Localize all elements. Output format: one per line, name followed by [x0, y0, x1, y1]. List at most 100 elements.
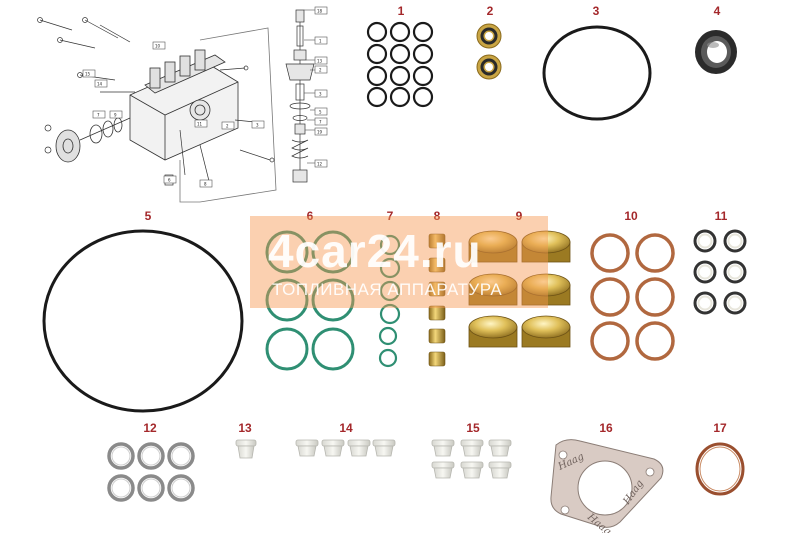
- kit-label-5: 5: [145, 209, 152, 223]
- o-ring-icon: [311, 278, 355, 322]
- diagram-callout: 2: [226, 124, 229, 129]
- o-ring-icon: [379, 234, 401, 256]
- kit-label-3: 3: [593, 4, 600, 18]
- brass-cap-icon: [468, 315, 518, 348]
- part-3-large-o-ring: [542, 25, 652, 121]
- seal-washer-icon: [476, 23, 502, 49]
- brass-plug-icon: [428, 281, 446, 297]
- o-ring-icon: [389, 86, 411, 108]
- part-13-bushing: [235, 439, 257, 459]
- part-10-copper-rings: [590, 233, 675, 361]
- kit-label-17: 17: [713, 421, 727, 435]
- o-ring-icon: [389, 43, 411, 65]
- diagram-callout: 18: [317, 9, 323, 14]
- o-ring-icon: [723, 291, 747, 315]
- part-4-oil-seal-icon: [695, 30, 737, 74]
- kit-label-8: 8: [434, 209, 441, 223]
- metal-ring-icon: [107, 474, 135, 502]
- diagram-callout: 13: [317, 59, 323, 64]
- o-ring-icon: [366, 86, 388, 108]
- brass-plug-icon: [428, 351, 446, 367]
- kit-label-11: 11: [715, 209, 728, 223]
- brass-plug-icon: [428, 233, 446, 249]
- plastic-bushing-icon: [431, 461, 455, 479]
- kit-label-13: 13: [238, 421, 252, 435]
- kit-label-9: 9: [516, 209, 523, 223]
- metal-ring-icon: [167, 442, 195, 470]
- metal-ring-icon: [137, 442, 165, 470]
- diagram-callout: 15: [85, 72, 91, 77]
- diagram-callout: 11: [197, 122, 203, 127]
- diagram-callout: 10: [155, 44, 161, 49]
- o-ring-icon: [389, 21, 411, 43]
- brass-plug-icon: [428, 257, 446, 273]
- o-ring-icon: [412, 86, 434, 108]
- kit-label-1: 1: [398, 4, 405, 18]
- metal-ring-icon: [107, 442, 135, 470]
- plastic-bushing-icon: [488, 439, 512, 457]
- part-15-bushings: [431, 439, 512, 479]
- diagram-callout: 2: [319, 68, 322, 73]
- o-ring-icon: [693, 291, 717, 315]
- brass-plug-icon: [428, 305, 446, 321]
- o-ring-icon: [265, 230, 309, 274]
- o-ring-icon: [366, 21, 388, 43]
- copper-ring-icon: [635, 233, 675, 273]
- part-7-small-o-rings: [378, 234, 401, 368]
- copper-ring-icon: [590, 321, 630, 361]
- brass-cap-icon: [521, 315, 571, 348]
- kit-label-10: 10: [624, 209, 638, 223]
- metal-ring-icon: [167, 474, 195, 502]
- plastic-bushing-icon: [347, 439, 371, 457]
- o-ring-icon: [379, 280, 401, 302]
- brass-cap-icon: [468, 230, 518, 263]
- part-17-copper-ring: [695, 442, 745, 496]
- part-8-brass-plugs: [428, 233, 446, 367]
- diagram-callout: 7: [319, 120, 322, 125]
- o-ring-icon: [693, 260, 717, 284]
- diagram-callout: 3: [319, 92, 322, 97]
- plastic-bushing-icon: [372, 439, 396, 457]
- o-ring-icon: [723, 260, 747, 284]
- o-ring-icon: [412, 21, 434, 43]
- part-6-green-o-rings: [265, 230, 355, 371]
- kit-label-16: 16: [599, 421, 613, 435]
- copper-ring-icon: [590, 233, 630, 273]
- plastic-bushing-icon: [460, 439, 484, 457]
- kit-label-7: 7: [387, 209, 394, 223]
- kit-label-14: 14: [339, 421, 353, 435]
- brass-plug-icon: [428, 328, 446, 344]
- copper-ring-icon: [635, 321, 675, 361]
- diagram-callout: 14: [97, 82, 103, 87]
- brass-cap-icon: [521, 273, 571, 306]
- part-1-o-rings: [366, 21, 434, 108]
- o-ring-icon: [265, 327, 309, 371]
- o-ring-icon: [378, 326, 398, 346]
- part-16-gasket-icon: Haag Haag Haag: [550, 439, 664, 533]
- o-ring-icon: [379, 303, 401, 325]
- o-ring-icon: [389, 65, 411, 87]
- part-12-metal-rings: [107, 442, 195, 502]
- plastic-bushing-icon: [295, 439, 319, 457]
- o-ring-icon: [366, 43, 388, 65]
- part-11-small-rings: [693, 229, 747, 315]
- diagram-callout: 7: [97, 113, 100, 118]
- o-ring-icon: [366, 65, 388, 87]
- pump-exploded-diagram-icon: 18 1 13 2 3 5 7 19 12 10 15 14 7 9 11 2 …: [37, 6, 328, 203]
- part-5-large-o-ring: [42, 229, 244, 413]
- o-ring-icon: [265, 278, 309, 322]
- o-ring-icon: [378, 348, 398, 368]
- seal-washer-icon: [476, 54, 502, 80]
- plastic-bushing-icon: [235, 439, 257, 459]
- diagram-callout: 5: [319, 110, 322, 115]
- diagram-callout: 12: [317, 162, 323, 167]
- copper-ring-icon: [590, 277, 630, 317]
- diagram-callout: 19: [317, 130, 323, 135]
- kit-label-2: 2: [487, 4, 494, 18]
- brass-cap-icon: [468, 273, 518, 306]
- part-2-seal-washers: [476, 23, 502, 80]
- part-14-bushings: [295, 439, 396, 457]
- plastic-bushing-icon: [321, 439, 345, 457]
- o-ring-icon: [723, 229, 747, 253]
